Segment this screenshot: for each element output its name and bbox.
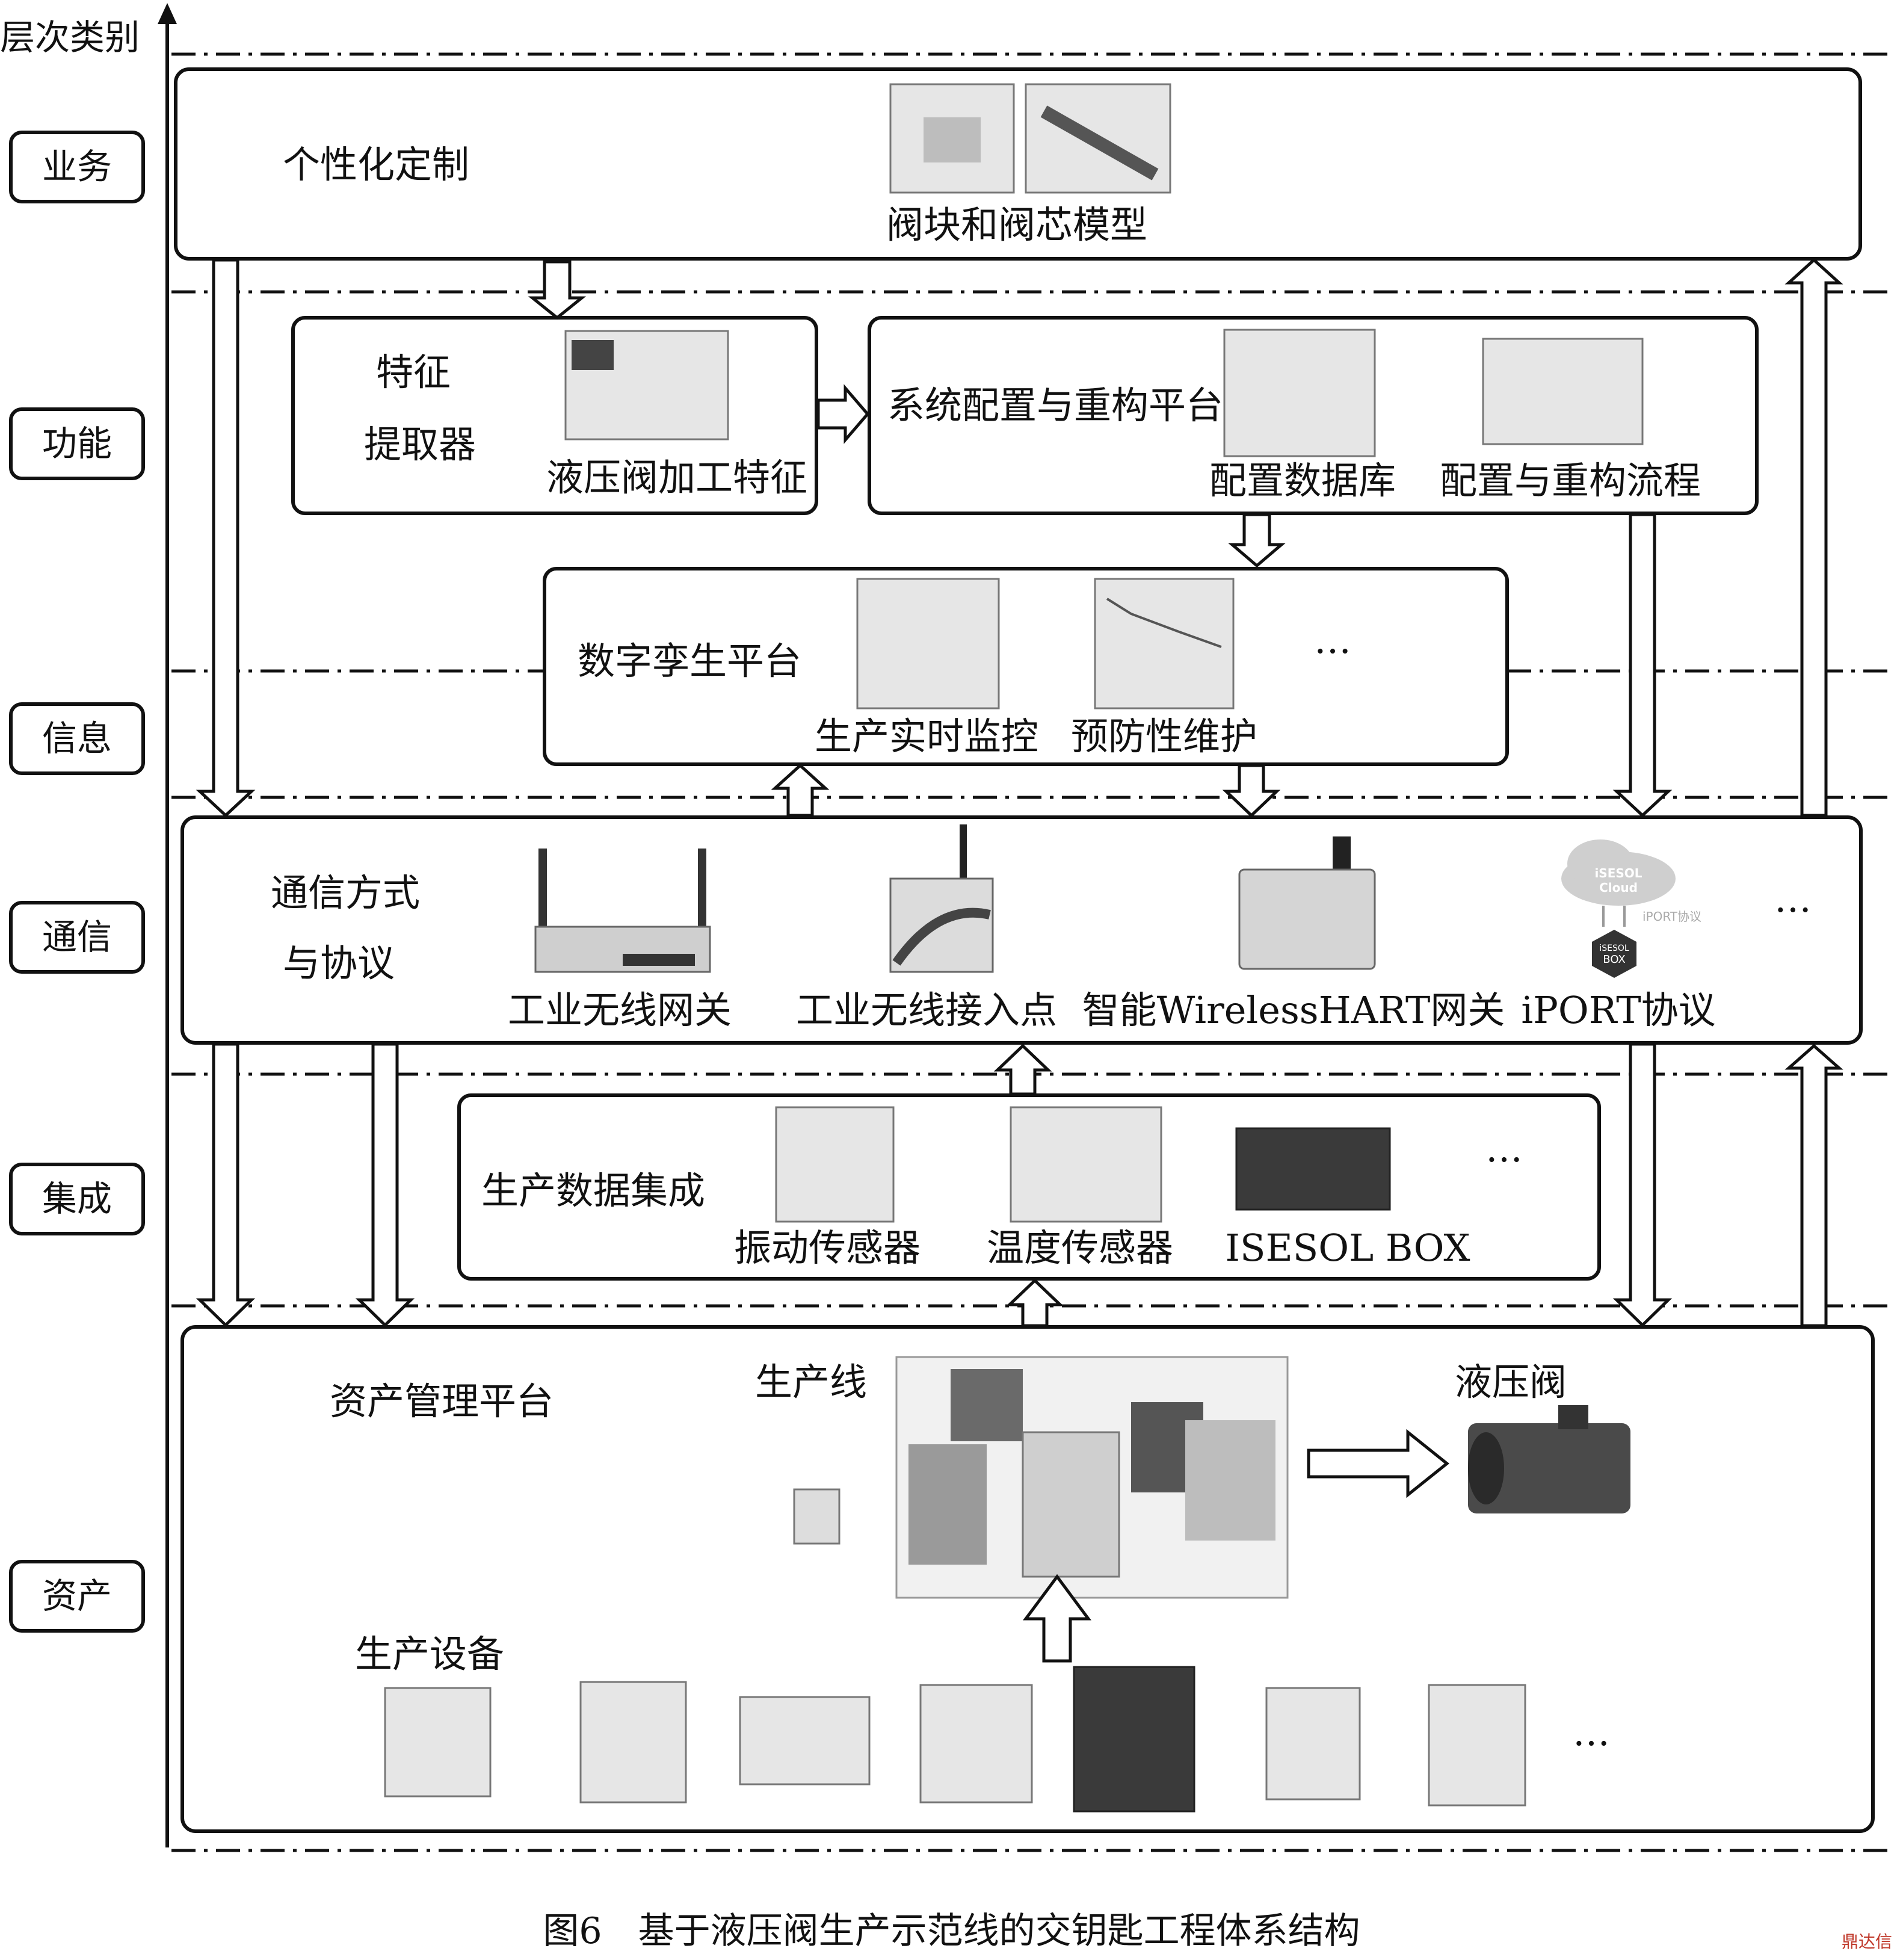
config-platform-box: 系统配置与重构平台 配置数据库 配置与重构流程 xyxy=(868,316,1759,515)
feature-extractor-caption: 液压阀加工特征 xyxy=(546,456,807,499)
arrow-right-to-valve xyxy=(1307,1429,1450,1498)
communication-title-1: 通信方式 xyxy=(271,871,420,915)
layer-tag-label: 通信 xyxy=(42,917,112,957)
assets-more: … xyxy=(1573,1710,1610,1754)
arrow-up xyxy=(1784,258,1843,817)
digital-twin-box: 数字孪生平台 … 生产实时监控 预防性维护 xyxy=(543,567,1509,766)
hydraulic-valve-image xyxy=(1468,1405,1630,1513)
layer-tag-information: 信息 xyxy=(9,702,145,775)
temperature-sensor-image xyxy=(1010,1106,1162,1223)
feature-extractor-box: 特征 提取器 液压阀加工特征 xyxy=(291,316,818,515)
arrow-down xyxy=(196,1042,256,1328)
arrow-up xyxy=(771,763,830,817)
communication-caption-wirelesshart: 智能WirelessHART网关 xyxy=(1082,988,1505,1032)
communication-caption-access-point: 工业无线接入点 xyxy=(796,988,1057,1032)
production-line-label: 生产线 xyxy=(755,1360,867,1404)
config-caption-flow: 配置与重构流程 xyxy=(1440,459,1701,502)
arrow-right xyxy=(816,384,870,444)
assets-box: 资产管理平台 生产线 液压阀 生产设备 xyxy=(180,1325,1875,1833)
integration-box: 生产数据集成 … 振动传感器 温度传感器 ISESOL BOX xyxy=(457,1093,1601,1281)
arrow-down xyxy=(1222,764,1281,818)
isesol-cloud-icon: iSESOL Cloud iPORT协议 iSESOL BOX xyxy=(1561,839,1701,978)
layer-tag-assets: 资产 xyxy=(9,1560,145,1633)
production-line-image xyxy=(793,1356,1289,1599)
axis-arrowhead xyxy=(158,3,177,24)
watermark: 鼎达信 xyxy=(1841,1932,1892,1952)
layer-tag-label: 业务 xyxy=(42,146,112,187)
equipment-title: 生产设备 xyxy=(355,1632,504,1676)
arrow-down xyxy=(1612,1042,1673,1328)
layer-tag-label: 集成 xyxy=(42,1178,112,1219)
arrow-up xyxy=(993,1043,1052,1096)
feature-extractor-title-2: 提取器 xyxy=(364,422,476,466)
arrow-down xyxy=(528,260,587,320)
isesol-box-image xyxy=(1235,1127,1391,1211)
layer-tag-label: 信息 xyxy=(42,718,112,759)
assembly-station-image xyxy=(1265,1687,1361,1801)
communication-box: 通信方式 与协议 iSESOL Cloud iPORT协议 xyxy=(180,815,1863,1045)
arrow-down xyxy=(196,258,256,818)
business-box: 个性化定制 阀块和阀芯模型 xyxy=(174,67,1862,261)
wirelesshart-gateway-icon xyxy=(1238,836,1376,970)
digital-twin-caption-monitor: 生产实时监控 xyxy=(815,714,1038,758)
gantry-image xyxy=(579,1681,687,1804)
communication-more: … xyxy=(1774,877,1812,921)
layer-tag-label: 功能 xyxy=(42,423,112,464)
cloud-label-1: iSESOL xyxy=(1594,866,1642,880)
communication-title-2: 与协议 xyxy=(283,941,395,985)
layer-tag-business: 业务 xyxy=(9,131,145,203)
arrow-down xyxy=(355,1042,415,1328)
iport-small-label: iPORT协议 xyxy=(1642,909,1701,924)
config-database-image xyxy=(1223,329,1376,457)
robot-arm-image xyxy=(919,1684,1033,1804)
axis-title: 层次类别 xyxy=(0,17,140,58)
digital-twin-caption-maintenance: 预防性维护 xyxy=(1071,714,1257,758)
arrow-down xyxy=(1612,513,1673,818)
config-caption-database: 配置数据库 xyxy=(1209,459,1396,502)
realtime-monitor-image xyxy=(856,578,1000,709)
storage-cabinet-image xyxy=(1428,1684,1526,1807)
business-title: 个性化定制 xyxy=(283,143,469,187)
arrow-up xyxy=(1784,1043,1843,1328)
integration-caption-vibration: 振动传感器 xyxy=(734,1226,921,1270)
layer-tag-communication: 通信 xyxy=(9,901,145,974)
integration-more: … xyxy=(1485,1127,1523,1170)
rack-image xyxy=(384,1687,492,1798)
business-image-caption: 阀块和阀芯模型 xyxy=(886,203,1147,247)
hydraulic-valve-label: 液压阀 xyxy=(1455,1360,1567,1404)
digital-twin-title: 数字孪生平台 xyxy=(578,639,801,683)
integration-caption-temperature: 温度传感器 xyxy=(987,1226,1173,1270)
digital-twin-more: … xyxy=(1314,618,1351,662)
figure-caption: 图6 基于液压阀生产示范线的交钥匙工程体系结构 xyxy=(543,1910,1360,1952)
arrow-up xyxy=(1005,1278,1064,1328)
cloud-label-2: Cloud xyxy=(1599,880,1638,895)
assets-title: 资产管理平台 xyxy=(330,1379,554,1423)
feature-extractor-title-1: 特征 xyxy=(376,350,451,394)
arrow-up-to-production-line xyxy=(1023,1574,1091,1663)
integration-title: 生产数据集成 xyxy=(481,1169,705,1213)
communication-caption-iport: iPORT协议 xyxy=(1521,988,1715,1032)
communication-caption-gateway: 工业无线网关 xyxy=(508,988,732,1032)
box-label-1: iSESOL xyxy=(1599,944,1629,953)
config-platform-title: 系统配置与重构平台 xyxy=(887,383,1223,427)
vibration-sensor-image xyxy=(775,1106,895,1223)
arrow-down xyxy=(1228,513,1286,568)
config-flow-image xyxy=(1482,338,1644,445)
cnc-machine-image xyxy=(1073,1666,1195,1813)
box-label-2: BOX xyxy=(1603,953,1625,966)
conveyor-image xyxy=(739,1696,871,1785)
integration-caption-isesol-box: ISESOL BOX xyxy=(1226,1226,1470,1270)
access-point-icon xyxy=(889,824,994,973)
layer-tag-label: 资产 xyxy=(42,1575,112,1616)
router-icon xyxy=(534,849,711,973)
layer-tag-function: 功能 xyxy=(9,407,145,480)
layer-tag-integration: 集成 xyxy=(9,1163,145,1235)
